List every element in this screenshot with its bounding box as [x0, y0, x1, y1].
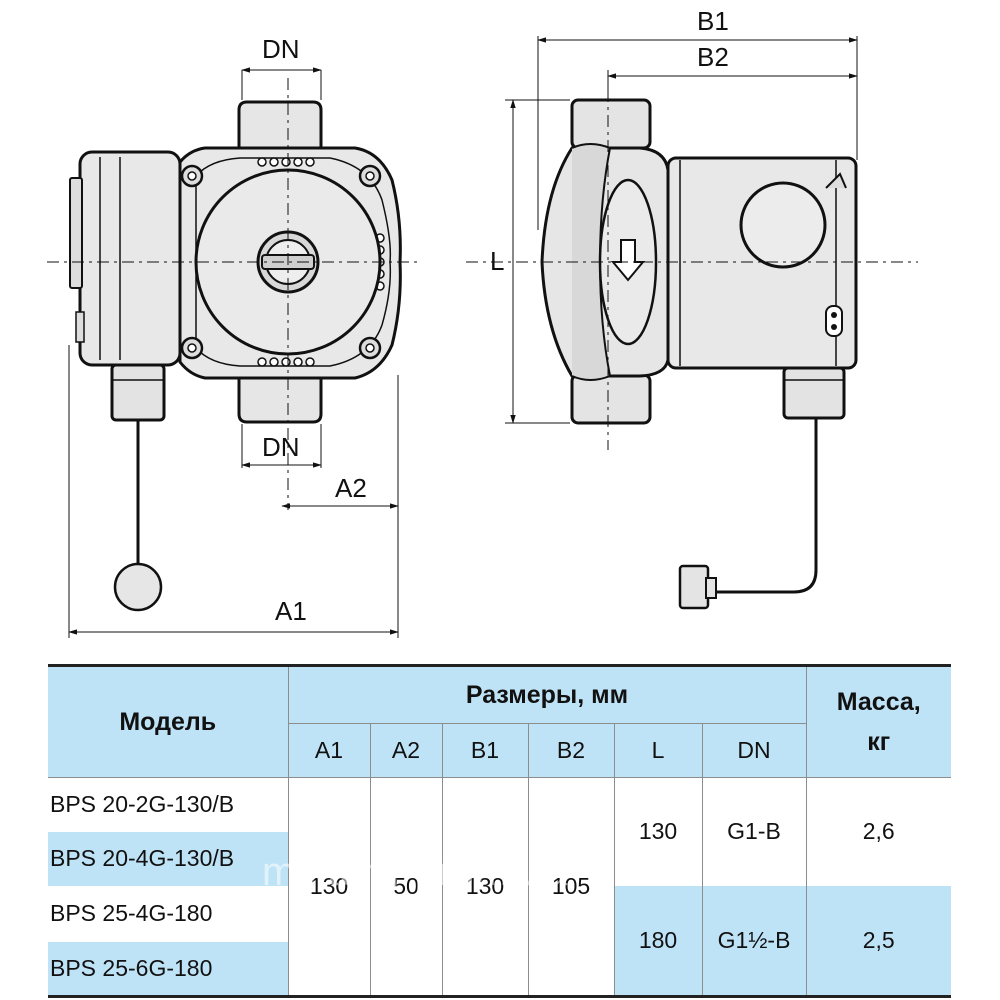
col-header-b1: B1 [441, 723, 528, 778]
model-cell: BPS 25-4G-180 [48, 885, 288, 942]
value-b1: 130 [441, 777, 528, 997]
cable-gland [110, 363, 166, 422]
plug [113, 562, 163, 612]
dim-label-b2: B2 [697, 42, 729, 72]
value-l-group1: 130 [613, 777, 702, 886]
watermark: mixtorg-prom.ua [262, 850, 569, 894]
col-header-a1: A1 [287, 723, 370, 778]
pump-side-view [466, 90, 918, 610]
model-cell: BPS 25-6G-180 [48, 941, 288, 997]
header-model: Модель [48, 665, 288, 778]
header-mass: Масса, кг [805, 665, 951, 778]
pump-dimension-drawing: DN DN A2 A1 [47, 6, 918, 638]
terminal-box [78, 150, 182, 367]
col-header-a2: A2 [369, 723, 442, 778]
motor-end-cap [739, 181, 827, 269]
dim-label-dn-bottom: DN [262, 432, 300, 462]
col-header-dn: DN [701, 723, 806, 778]
dim-label-a1: A1 [275, 596, 307, 626]
side-cable-gland [782, 366, 846, 420]
col-header-b2: B2 [527, 723, 614, 778]
model-cell: BPS 20-4G-130/B [48, 831, 288, 886]
value-b2: 105 [527, 777, 614, 997]
dim-label-l: L [490, 246, 504, 276]
value-mass-group1: 2,6 [805, 777, 951, 886]
front-dimensions [68, 67, 399, 638]
value-dn-group2: G1½-B [701, 885, 806, 997]
bottom-outlet [237, 375, 323, 424]
value-a1: 130 [287, 777, 370, 997]
col-header-l: L [613, 723, 702, 778]
value-a2: 50 [369, 777, 442, 997]
dim-label-dn-top: DN [262, 34, 300, 64]
dim-label-a2: A2 [335, 473, 367, 503]
value-l-group2: 180 [613, 885, 702, 997]
value-dn-group1: G1-B [701, 777, 806, 886]
pump-front-view [47, 78, 420, 612]
model-cell: BPS 20-2G-130/B [48, 777, 288, 832]
header-dimensions: Размеры, мм [287, 665, 806, 724]
dim-label-b1: B1 [697, 6, 729, 36]
specification-table: Модель Размеры, мм Масса, кг A1 A2 B1 B2… [48, 664, 951, 998]
value-mass-group2: 2,5 [805, 885, 951, 997]
top-outlet [237, 100, 323, 148]
side-dimensions [505, 36, 858, 424]
side-plug [678, 564, 710, 610]
